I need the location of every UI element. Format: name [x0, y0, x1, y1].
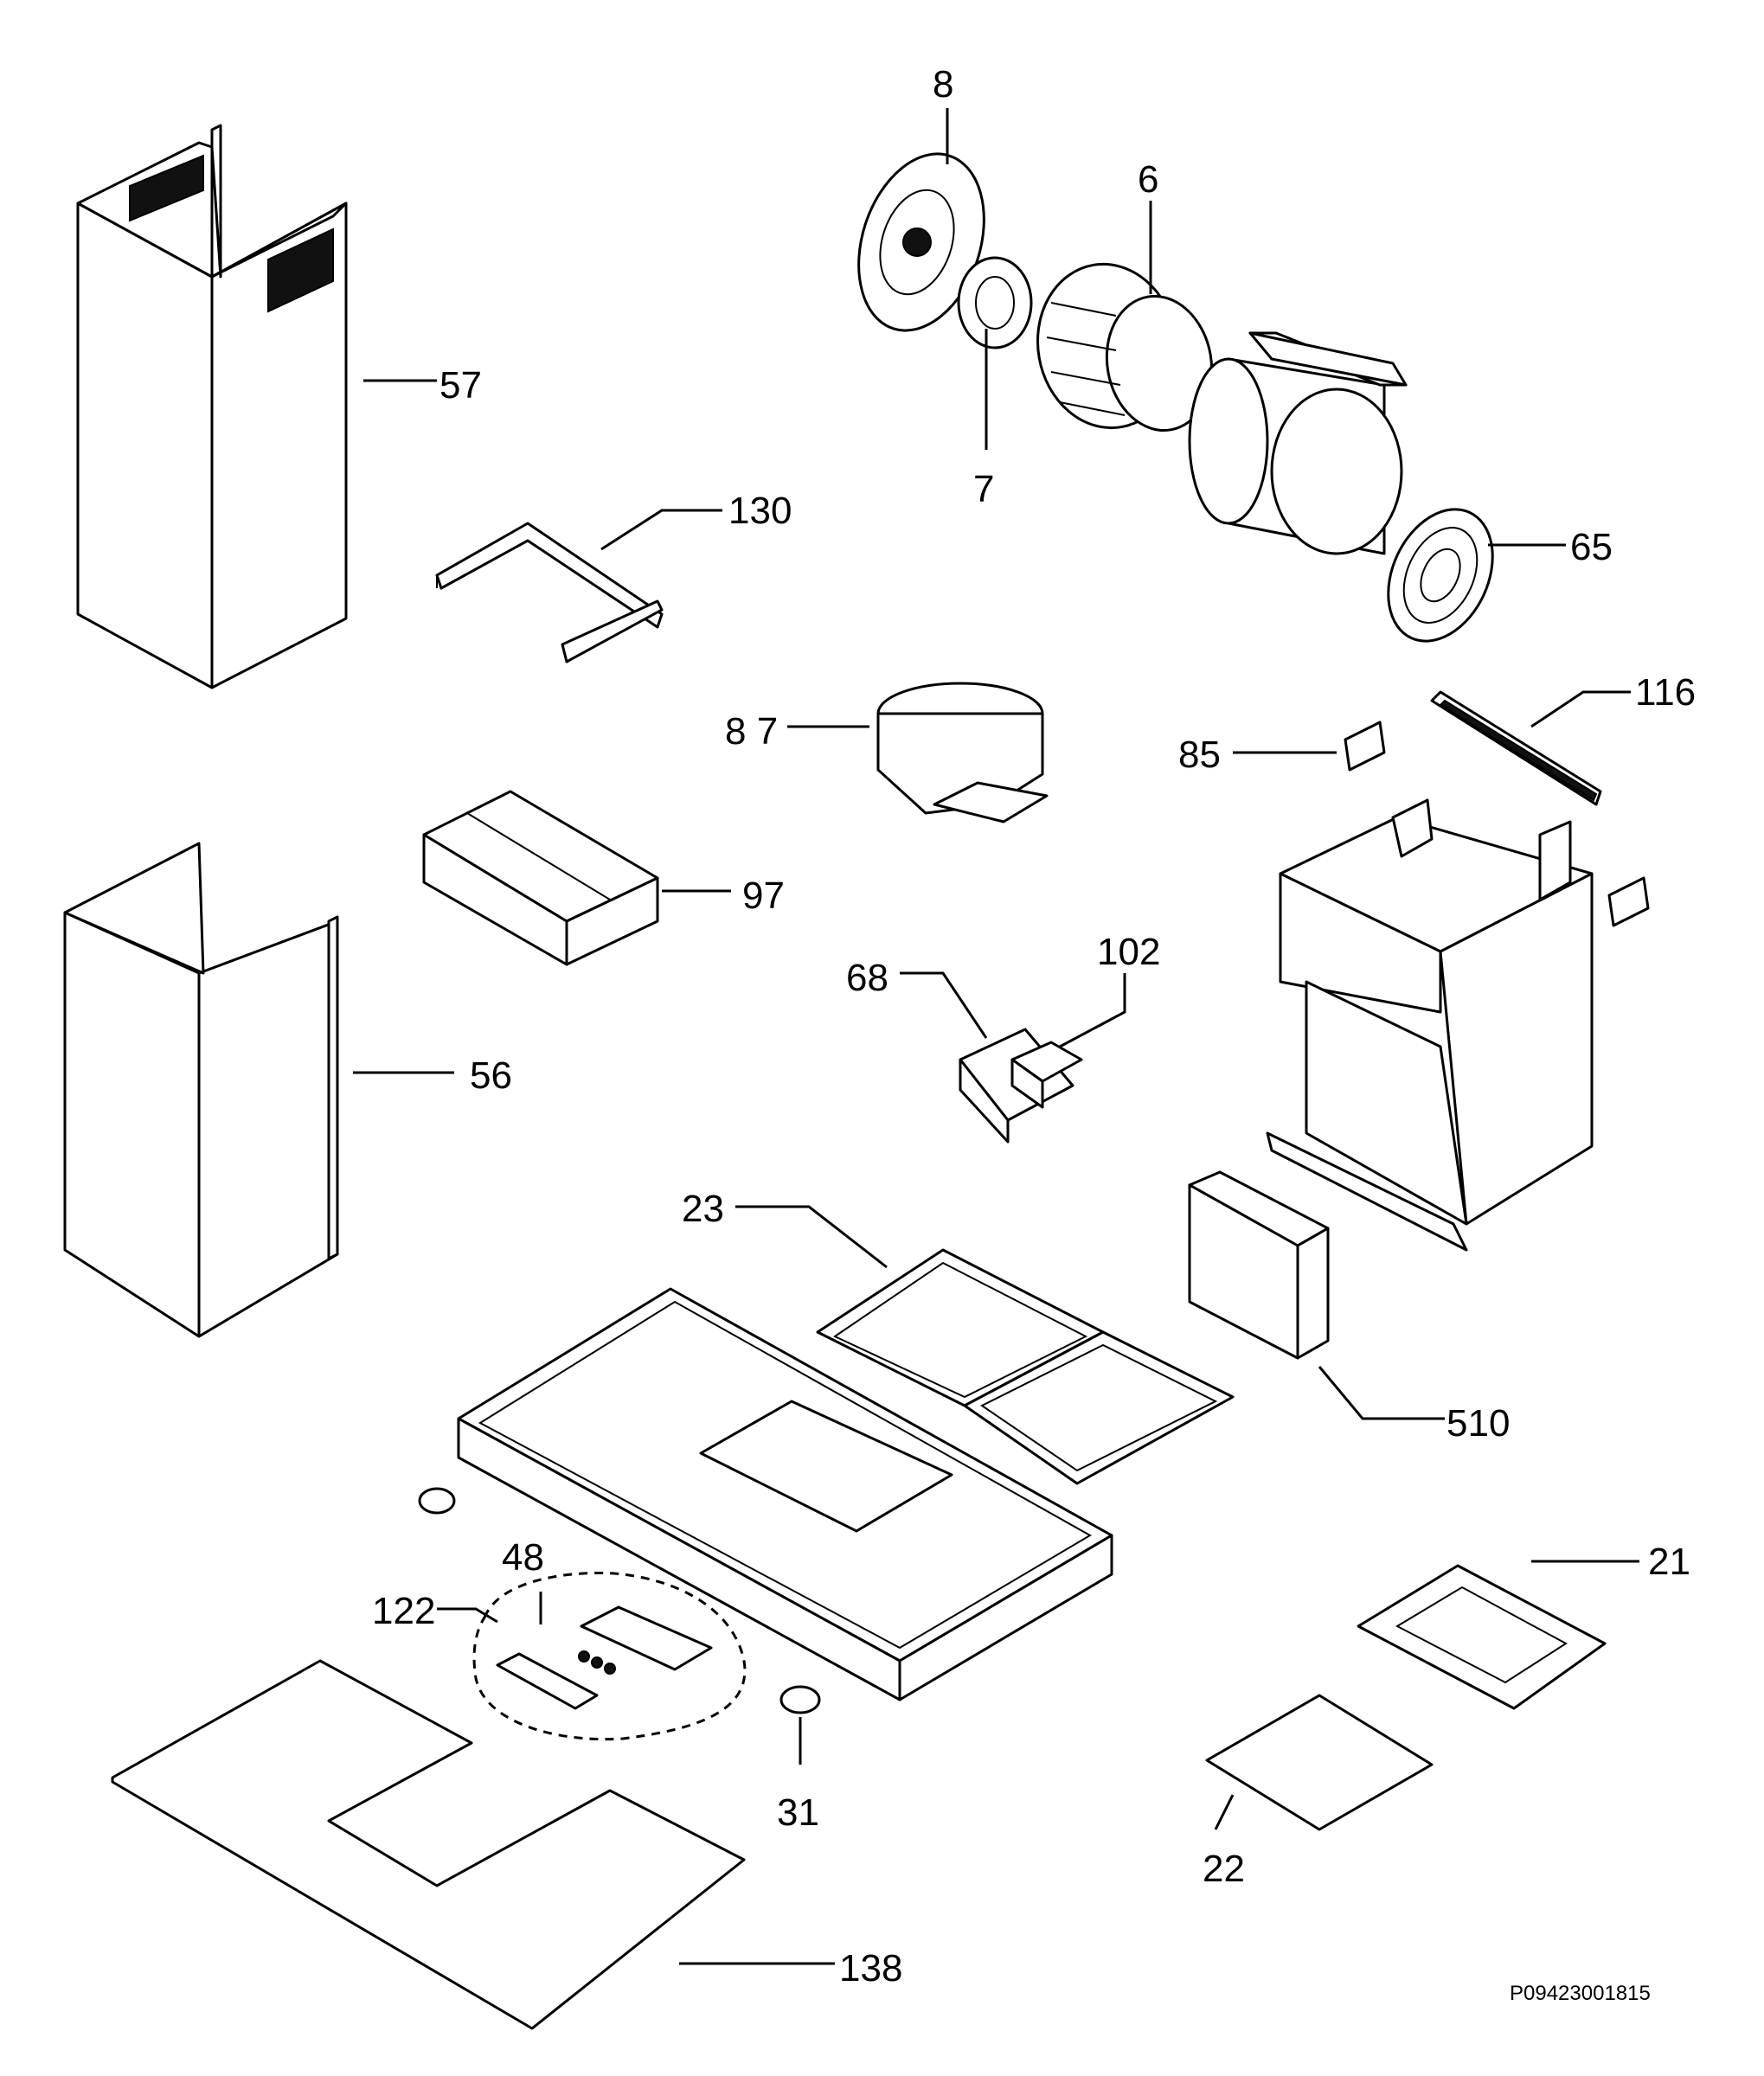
part-6-impeller[interactable]	[1025, 253, 1222, 439]
label-31: 31	[777, 1791, 819, 1834]
part-22-filter-pad[interactable]	[1205, 1694, 1434, 1831]
label-65: 65	[1570, 526, 1613, 568]
label-68: 68	[846, 957, 888, 999]
label-23: 23	[682, 1188, 724, 1230]
label-6: 6	[1138, 158, 1158, 201]
label-138: 138	[839, 1947, 902, 1990]
label-87: 8 7	[725, 710, 778, 753]
label-85: 85	[1178, 734, 1221, 776]
part-138-template[interactable]	[111, 1659, 746, 2030]
part-7-motor[interactable]	[957, 256, 1033, 349]
vent-slots	[129, 154, 334, 313]
hood-body[interactable]	[457, 1287, 1113, 1701]
switch-buttons	[578, 1650, 616, 1675]
part-510-control-box[interactable]	[1188, 1170, 1330, 1360]
part-31-knob[interactable]	[418, 1487, 821, 1714]
label-57: 57	[439, 364, 482, 407]
label-97: 97	[742, 875, 785, 917]
label-510: 510	[1446, 1402, 1510, 1445]
label-130: 130	[728, 490, 792, 532]
part-116-rail[interactable]	[1430, 690, 1602, 806]
part-21-filter-frame[interactable]	[1357, 1564, 1607, 1710]
part-85-bracket[interactable]	[1344, 721, 1650, 927]
part-87-duct-adapter[interactable]	[876, 682, 1049, 823]
drawing-code: P09423001815	[1510, 1982, 1651, 2005]
fan-housing[interactable]	[1188, 331, 1408, 555]
label-48: 48	[502, 1536, 544, 1579]
part-122-switch-group[interactable]	[472, 1572, 747, 1741]
label-56: 56	[470, 1054, 512, 1097]
leader-lines	[353, 108, 1639, 1965]
main-housing[interactable]	[1266, 798, 1594, 1252]
part-8-motor-plate[interactable]	[837, 138, 1005, 347]
part-23-filter-right[interactable]	[963, 1330, 1235, 1485]
label-122: 122	[372, 1590, 435, 1632]
label-8: 8	[933, 63, 953, 106]
label-116: 116	[1635, 671, 1696, 714]
part-57-upper-chimney[interactable]	[76, 124, 348, 689]
label-102: 102	[1097, 931, 1160, 973]
part-56-lower-chimney[interactable]	[63, 842, 339, 1338]
part-102-transformer[interactable]	[1010, 1041, 1083, 1109]
label-22: 22	[1203, 1848, 1245, 1890]
part-97-box[interactable]	[422, 790, 659, 966]
part-130-bracket[interactable]	[435, 522, 664, 663]
label-7: 7	[973, 468, 994, 510]
part-labels: 57 130 8 6 7 65 8 7 116 85 97 68 102 56 …	[372, 63, 1696, 2005]
part-65-fan-grille[interactable]	[1368, 492, 1512, 657]
label-21: 21	[1648, 1541, 1690, 1583]
